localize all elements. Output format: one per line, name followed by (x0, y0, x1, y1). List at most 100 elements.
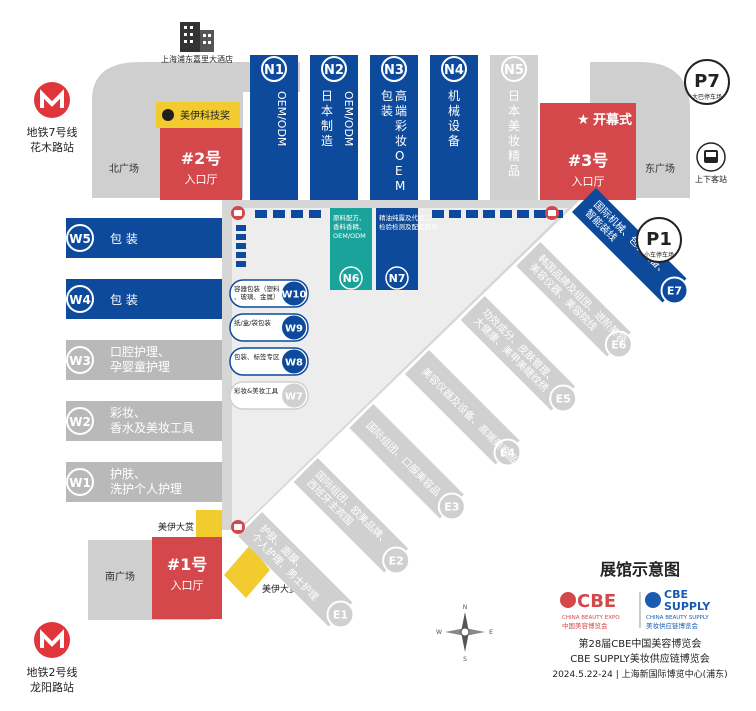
hall-theme: 美容仪器及设备、高端美容品 (419, 365, 520, 466)
east-halls: E7国际机械、包装设备、智能装线E6韩国品牌及组团、进阶美容、美容仪器、美容院线… (237, 187, 689, 629)
south-plaza-label: 南广场 (105, 570, 135, 583)
shuttle-icon (231, 206, 245, 220)
hall-code: E3 (444, 501, 459, 514)
parking-p7-label: 大巴停车场 (692, 93, 722, 101)
entrance-3-hall[interactable] (540, 103, 636, 200)
hall-code: N7 (389, 272, 406, 285)
hall-theme: 包 装 (110, 232, 138, 246)
hall-theme: 日本美妆精品 (508, 89, 520, 178)
entrance-2-label: 入口厅 (185, 173, 218, 186)
parking-p1-badge[interactable] (636, 217, 682, 263)
svg-text:E: E (489, 629, 493, 636)
metro-7-line: 地铁7号线 (27, 125, 78, 139)
entrance-2-number: #2号 (181, 149, 222, 168)
award-logo-icon (162, 109, 174, 121)
hall-theme: 容器包装（塑料、玻璃、金属） (234, 284, 280, 301)
bus-stop-label: 上下客站 (695, 174, 727, 184)
hall-code: W5 (69, 232, 91, 246)
hall-code-badge (261, 56, 287, 82)
booth-markers (236, 210, 563, 267)
hall-theme: 韩国品牌及组团、进阶美容、美容仪器、美容院线 (527, 252, 637, 362)
svg-text:W: W (436, 629, 442, 636)
hall-w5[interactable]: W5 包 装 (66, 218, 222, 258)
hall-code: N3 (384, 63, 404, 78)
parking-p1-code: P1 (646, 229, 672, 250)
svg-text:中国美容博览会: 中国美容博览会 (562, 621, 608, 630)
compass-icon: N S E W (436, 604, 493, 663)
hall-code: N1 (264, 63, 284, 78)
hall-code: W1 (69, 476, 91, 490)
svg-text:CHINA BEAUTY SUPPLY: CHINA BEAUTY SUPPLY (646, 615, 709, 621)
hall-code: N4 (444, 63, 464, 78)
legend-line-1: 第28届CBE中国美容博览会 (579, 637, 702, 650)
parking-p7-code: P7 (694, 71, 720, 92)
hall-w7[interactable]: W7 彩妆&美妆工具 (229, 381, 309, 410)
hall-theme: 彩妆、香水及美妆工具 (110, 406, 194, 435)
hall-w9[interactable]: W9 纸/盒/袋包装 (229, 313, 309, 342)
hall-code: W10 (282, 290, 307, 301)
metro-2-line: 地铁2号线 (27, 665, 78, 679)
hall-code: E1 (333, 609, 348, 622)
hall-code: E2 (389, 555, 404, 568)
grand-award-top-box[interactable] (196, 510, 222, 537)
hall-code: W7 (285, 392, 303, 403)
hall-theme-part: OEM/ODM (275, 91, 288, 146)
svg-text:美妆供应链博览会: 美妆供应链博览会 (646, 621, 699, 630)
hall-code-badge (321, 56, 347, 82)
cbe-logo: CBE CHINA BEAUTY EXPO 中国美容博览会 (560, 591, 620, 630)
opening-ceremony-label: 开幕式 (593, 112, 632, 128)
hall-code: E5 (556, 393, 571, 406)
hall-theme: 纸/盒/袋包装 (234, 318, 271, 327)
legend-line-2: CBE SUPPLY美妆供应链博览会 (570, 652, 709, 665)
north-plaza-strip (92, 100, 160, 198)
parking-p7-badge[interactable] (684, 59, 730, 105)
metro-7-station: 花木路站 (30, 140, 74, 154)
hall-code: W9 (285, 324, 303, 335)
hall-code-badge (501, 56, 527, 82)
hall-theme: 口腔护理、孕婴童护理 (110, 344, 170, 374)
hall-code: W8 (285, 358, 303, 369)
entrance-1-hall[interactable] (152, 537, 222, 619)
hall-theme: 原料配方、香料香精、OEM/ODM (333, 213, 366, 240)
star-icon: ★ (577, 112, 590, 128)
south-plaza-curve (88, 590, 130, 620)
hall-code: E7 (667, 285, 682, 298)
entrance-3-label: 入口厅 (572, 175, 605, 188)
shuttle-icon (545, 206, 559, 220)
north-plaza-label: 北广场 (109, 162, 139, 175)
hall-n5[interactable]: N5 日本美妆精品 (490, 55, 538, 200)
hall-code: W4 (69, 293, 91, 307)
svg-text:SUPPLY: SUPPLY (664, 600, 711, 613)
metro-logo-icon (34, 82, 70, 118)
bus-icon (704, 150, 718, 163)
hall-code: N5 (504, 63, 524, 78)
hall-code: E4 (500, 447, 516, 460)
hall-theme: 彩妆&美妆工具 (234, 386, 279, 395)
entrance-2-hall[interactable] (160, 128, 242, 200)
svg-text:S: S (463, 656, 467, 663)
grand-award-bottom-box[interactable] (224, 545, 270, 598)
